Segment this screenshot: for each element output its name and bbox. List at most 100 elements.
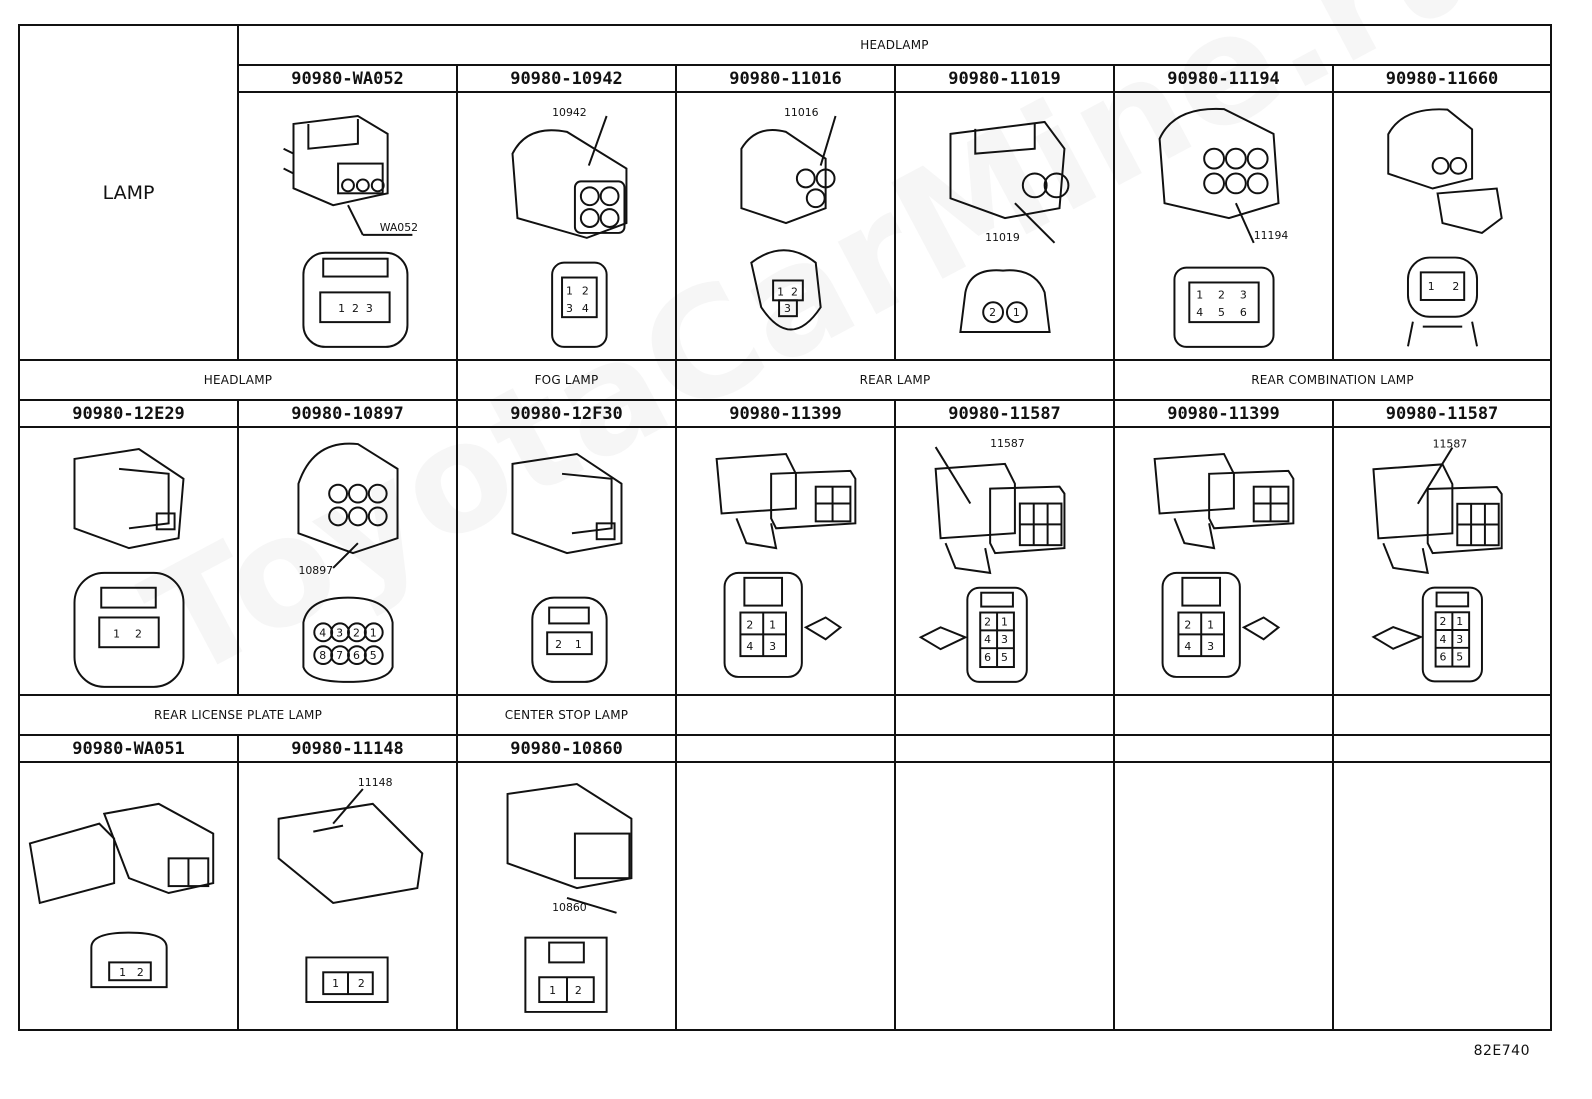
connector-cell: 2 1 4 3 [1113,426,1334,696]
connector-code: 10897 [298,564,333,577]
connector-cell: 1 2 [18,426,239,696]
part-number: 90980-10860 [456,734,677,763]
pin-number: 3 [1001,633,1008,646]
part-number: 90980-10942 [456,64,677,93]
part-number: 90980-12F30 [456,399,677,428]
pin-number: 1 [1456,615,1463,628]
connector-cell: 2 1 [456,426,677,696]
pin-number: 1 [119,966,126,979]
pin-number: 1 [338,302,345,315]
connector-drawing: 2 1 4 3 [715,452,857,678]
part-number: 90980-11148 [237,734,458,763]
group-fog-lamp: FOG LAMP [456,359,677,401]
connector-cell: 10897 4 3 2 1 8 7 6 5 [237,426,458,696]
connector-cell: 1 2 [18,761,239,1031]
empty-cell [894,761,1115,1031]
connector-drawing: 10860 1 2 [506,782,633,1013]
pin-number: 1 [1001,615,1008,628]
part-number: 90980-11587 [1331,399,1553,428]
group-rear-lamp: REAR LAMP [675,359,1115,401]
connector-code: 11016 [784,106,819,119]
empty-part-number-cell [894,734,1115,763]
connector-cell: 2 1 4 3 [675,426,896,696]
connector-code: 10942 [552,106,587,119]
part-number: 90980-10897 [237,399,458,428]
connector-drawing: 11019 2 1 [949,120,1070,334]
pin-number: 6 [1240,306,1247,319]
connector-cell: 11019 2 1 [894,91,1115,361]
pin-number: 2 [791,285,798,298]
part-number: 90980-12E29 [18,399,239,428]
part-number: 90980-11587 [894,399,1115,428]
empty-cell [675,761,896,1031]
pin-number: 1 [549,984,556,997]
connector-drawing: 11587 2 1 4 3 6 5 [1371,438,1503,683]
part-number: 90980-11660 [1331,64,1553,93]
pin-number: 2 [555,638,562,651]
connector-code: 11587 [1433,438,1468,451]
empty-part-number-cell [675,734,896,763]
pin-number: 7 [336,649,343,662]
pin-number: 1 [575,638,582,651]
connector-cell: WA052 1 2 3 [237,91,458,361]
pin-number: 6 [1440,651,1447,664]
pin-number: 1 [1196,288,1203,301]
empty-group-cell [1113,694,1334,736]
pin-number: 3 [336,626,343,639]
pin-number: 2 [575,984,582,997]
empty-group-cell [675,694,896,736]
group-rear-license-plate-lamp: REAR LICENSE PLATE LAMP [18,694,458,736]
connector-code: WA052 [380,221,418,234]
connector-drawing: 10897 4 3 2 1 8 7 6 5 [297,442,399,683]
pin-number: 3 [784,302,791,315]
connector-cell: 10942 1 2 3 4 [456,91,677,361]
group-headlamp-1: HEADLAMP [236,24,1553,66]
row-label-lamp: LAMP [18,24,239,361]
connector-drawing: 2 1 4 3 [1153,452,1295,678]
pin-number: 4 [1184,640,1191,653]
empty-group-cell [1331,694,1553,736]
pin-number: 2 [746,618,753,631]
pin-number: 6 [984,651,991,664]
pin-number: 2 [1218,288,1225,301]
pin-number: 2 [984,615,991,628]
part-number: 90980-WA052 [237,64,458,93]
empty-part-number-cell [1113,734,1334,763]
connector-code: 10860 [552,901,587,914]
empty-part-number-cell [1331,734,1553,763]
connector-drawing: 1 2 [28,802,215,989]
connector-cell: 10860 1 2 [456,761,677,1031]
pin-number: 3 [1456,633,1463,646]
connector-sheet: LAMP HEADLAMP 90980-WA052 90980-10942 90… [18,24,1553,1031]
pin-number: 5 [1456,651,1463,664]
pin-number: 2 [135,627,142,640]
pin-number: 4 [746,640,753,653]
connector-drawing: 11148 1 2 [277,776,424,1004]
pin-number: 5 [370,649,377,662]
part-number: 90980-11194 [1113,64,1334,93]
pin-number: 5 [1001,651,1008,664]
pin-number: 1 [332,977,339,990]
pin-number: 8 [319,649,326,662]
connector-drawing: 10942 1 2 3 4 [511,106,628,348]
connector-cell: 1 2 [1331,91,1553,361]
connector-table: LAMP HEADLAMP 90980-WA052 90980-10942 90… [18,24,1553,1031]
figure-code: 82E740 [1473,1043,1530,1059]
pin-number: 4 [1440,633,1447,646]
part-number: 90980-11399 [1113,399,1334,428]
connector-drawing: 1 2 [73,447,185,688]
connector-drawing: 11016 1 2 3 [740,106,837,331]
connector-cell: 11587 2 1 4 3 6 5 [894,426,1115,696]
pin-number: 1 [777,285,784,298]
pin-number: 3 [1207,640,1214,653]
pin-number: 2 [1184,618,1191,631]
pin-number: 6 [353,649,360,662]
pin-number: 2 [358,977,365,990]
pin-number: 3 [769,640,776,653]
group-center-stop-lamp: CENTER STOP LAMP [456,694,677,736]
pin-number: 5 [1218,306,1225,319]
pin-number: 4 [582,302,589,315]
pin-number: 2 [352,302,359,315]
pin-number: 2 [137,966,144,979]
pin-number: 2 [1440,615,1447,628]
